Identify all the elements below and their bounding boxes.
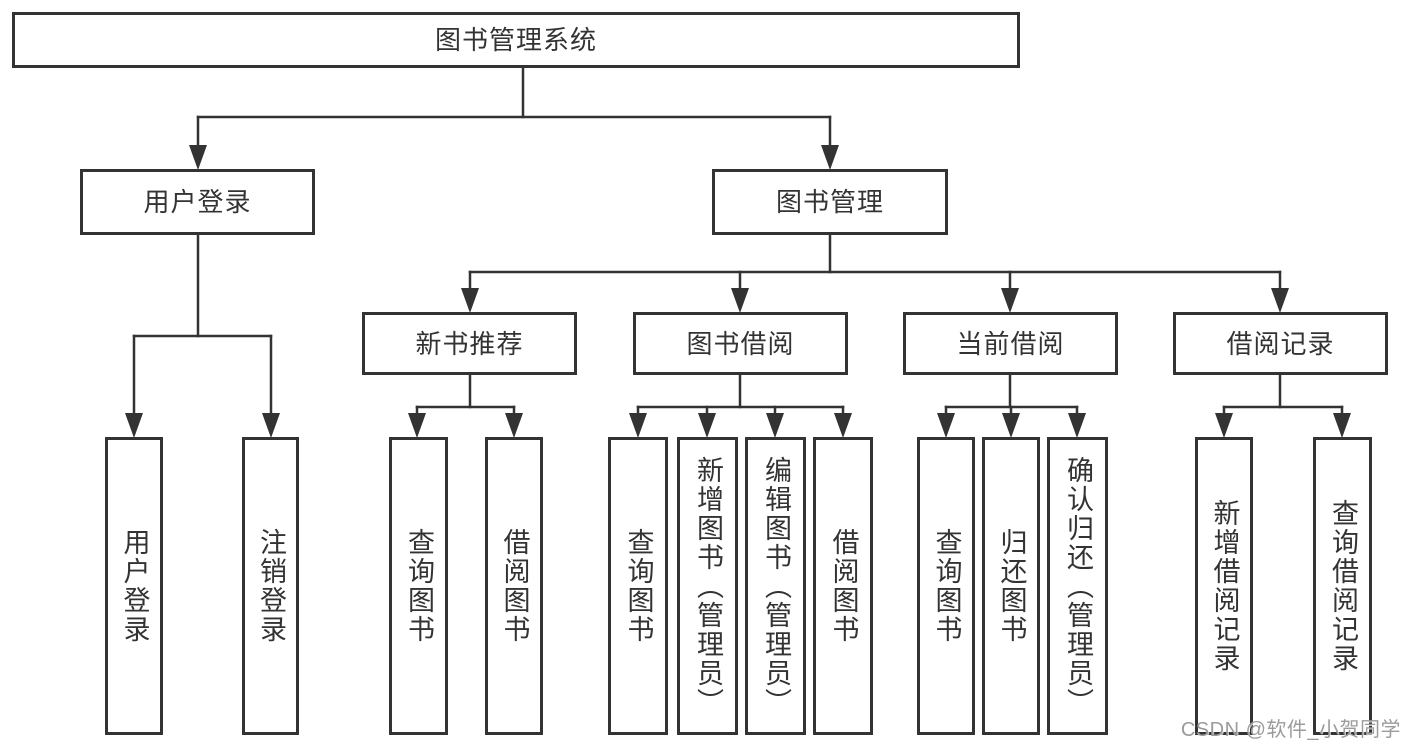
watermark: CSDN @软件_小贺同学 (1180, 719, 1401, 741)
node-leaf-logout: 注销登录 (242, 437, 299, 735)
arrowhead-icon (766, 413, 784, 438)
arrowhead-icon (1001, 288, 1019, 313)
node-label-book-borrowing: 图书借阅 (686, 328, 795, 359)
node-label-leaf-user-login: 用户登录 (119, 528, 150, 644)
arrowhead-icon (189, 145, 207, 170)
node-leaf-user-login: 用户登录 (105, 437, 163, 735)
node-book-borrowing: 图书借阅 (633, 312, 848, 375)
arrowhead-icon (1002, 413, 1020, 438)
arrowhead-icon (1333, 413, 1351, 438)
arrowhead-icon (821, 145, 839, 170)
arrowhead-icon (834, 413, 852, 438)
node-user-login: 用户登录 (80, 169, 315, 235)
arrowhead-icon (698, 413, 716, 438)
node-book-management: 图书管理 (712, 169, 948, 235)
node-label-leaf-confirm-return: 确认归还（管理员） (1063, 455, 1093, 717)
node-leaf-borrow-books-1: 借阅图书 (485, 437, 543, 735)
node-label-leaf-edit-book-admin: 编辑图书（管理员） (761, 455, 791, 717)
arrowhead-icon (1068, 413, 1086, 438)
node-leaf-add-book-admin: 新增图书（管理员） (677, 437, 738, 735)
node-leaf-query-books-3: 查询图书 (917, 437, 975, 735)
arrowhead-icon (1215, 413, 1233, 438)
node-label-leaf-query-books-1: 查询图书 (404, 528, 434, 644)
node-label-root: 图书管理系统 (434, 25, 597, 55)
node-leaf-edit-book-admin: 编辑图书（管理员） (745, 437, 806, 735)
node-label-leaf-query-books-3: 查询图书 (931, 528, 962, 644)
node-leaf-query-borrow-record: 查询借阅记录 (1313, 437, 1372, 735)
node-label-book-management: 图书管理 (775, 187, 884, 217)
node-label-leaf-logout: 注销登录 (256, 528, 286, 644)
node-label-leaf-borrow-books-2: 借阅图书 (828, 528, 859, 644)
node-label-user-login: 用户登录 (143, 187, 252, 217)
arrowhead-icon (461, 288, 479, 313)
node-root: 图书管理系统 (12, 12, 1020, 68)
arrowhead-icon (125, 413, 143, 438)
node-label-leaf-query-borrow-record: 查询借阅记录 (1328, 499, 1358, 673)
node-leaf-add-borrow-record: 新增借阅记录 (1195, 437, 1253, 735)
arrowhead-icon (1271, 288, 1289, 313)
node-label-new-book-recommend: 新书推荐 (415, 328, 524, 359)
node-leaf-query-books-1: 查询图书 (389, 437, 448, 735)
node-borrowing-records: 借阅记录 (1173, 312, 1388, 375)
arrowhead-icon (505, 413, 523, 438)
node-label-borrowing-records: 借阅记录 (1226, 328, 1335, 359)
arrowhead-icon (937, 413, 955, 438)
node-leaf-query-books-2: 查询图书 (608, 437, 668, 735)
arrowhead-icon (408, 413, 426, 438)
node-label-current-borrowing: 当前借阅 (956, 328, 1065, 359)
node-label-leaf-add-borrow-record: 新增借阅记录 (1209, 499, 1240, 673)
arrowhead-icon (629, 413, 647, 438)
node-label-leaf-add-book-admin: 新增图书（管理员） (693, 455, 723, 717)
node-leaf-borrow-books-2: 借阅图书 (813, 437, 873, 735)
node-new-book-recommend: 新书推荐 (362, 312, 577, 375)
node-current-borrowing: 当前借阅 (903, 312, 1118, 375)
node-label-leaf-borrow-books-1: 借阅图书 (499, 528, 530, 644)
arrowhead-icon (731, 288, 749, 313)
node-label-leaf-return-books: 归还图书 (996, 528, 1027, 644)
node-leaf-return-books: 归还图书 (982, 437, 1040, 735)
arrowhead-icon (262, 413, 280, 438)
node-label-leaf-query-books-2: 查询图书 (623, 528, 654, 644)
node-leaf-confirm-return: 确认归还（管理员） (1047, 437, 1108, 735)
